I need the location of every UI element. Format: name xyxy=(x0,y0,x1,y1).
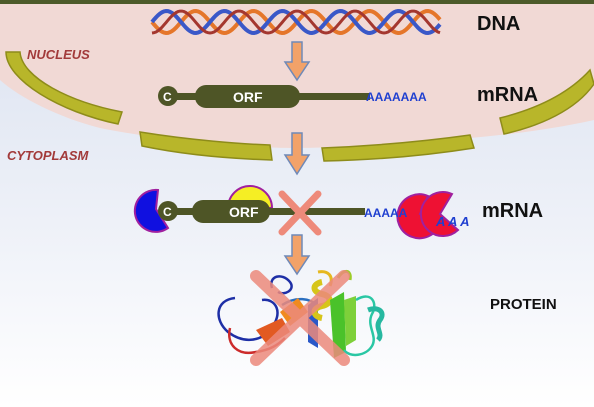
mrna-cytoplasmic-label: mRNA xyxy=(482,200,543,222)
top-border xyxy=(0,0,594,4)
nuclear-envelope-center-right xyxy=(321,134,475,162)
arrow-mrna-to-protein-icon xyxy=(283,234,311,276)
protein-label: PROTEIN xyxy=(490,296,557,313)
polya-tail-end: A A A xyxy=(435,214,469,229)
orf-block xyxy=(192,200,270,223)
cap-icon xyxy=(158,201,178,221)
nuclear-envelope-left xyxy=(5,51,123,125)
polya-tail: AAAAAAA xyxy=(366,90,427,104)
mrna-nuclear: C ORF AAAAAAA xyxy=(158,85,427,108)
beta-sheet xyxy=(256,318,290,346)
translation-block-cross-icon xyxy=(278,190,322,236)
nuclear-envelope-center-left xyxy=(139,131,273,161)
nucleus-label: NUCLEUS xyxy=(27,47,90,62)
protein-structure-icon xyxy=(217,270,385,366)
cap-label: C xyxy=(163,205,172,219)
dna-helix-icon xyxy=(150,8,442,36)
cytoplasm-label: CYTOPLASM xyxy=(7,148,90,163)
red-polya-binding-factor-icon xyxy=(419,191,460,237)
nuclear-envelope-right xyxy=(499,68,594,135)
blue-cap-binding-factor-icon xyxy=(133,188,170,233)
mrna-cytoplasmic: C ORF AAAAA A A A xyxy=(133,185,469,240)
cap-icon xyxy=(158,86,178,106)
dna-label: DNA xyxy=(477,13,520,35)
beta-sheet xyxy=(330,292,346,358)
orf-block xyxy=(195,85,300,108)
protein-block-cross-icon xyxy=(250,270,350,366)
orf-label: ORF xyxy=(233,89,263,105)
mrna-nuclear-label: mRNA xyxy=(477,84,538,106)
cap-label: C xyxy=(163,90,172,104)
beta-sheet xyxy=(344,296,356,346)
polya-tail: AAAAA xyxy=(364,206,408,220)
orf-label: ORF xyxy=(229,204,259,220)
arrow-export-icon xyxy=(283,132,311,176)
arrow-dna-to-mrna-icon xyxy=(283,41,311,82)
